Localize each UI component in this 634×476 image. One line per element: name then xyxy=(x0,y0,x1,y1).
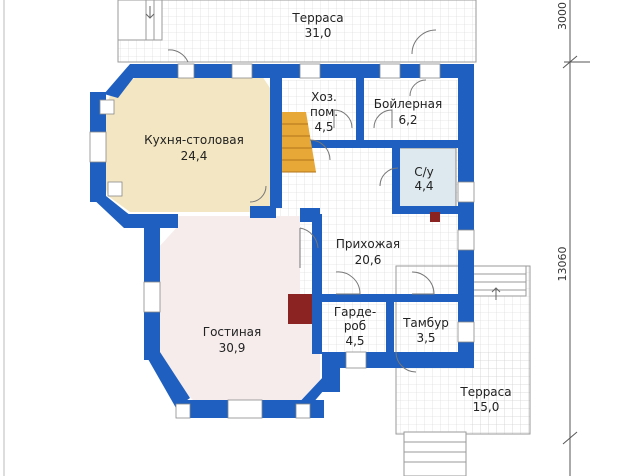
room-terrace-bottom: Терраса 15,0 xyxy=(459,385,511,414)
room-area: 31,0 xyxy=(305,26,332,40)
boiler-floor xyxy=(362,80,458,142)
room-area: 30,9 xyxy=(219,341,246,355)
living-floor xyxy=(158,216,320,414)
room-living: Гостиная 30,9 xyxy=(203,325,261,355)
room-name: пом. xyxy=(310,105,338,119)
staircase xyxy=(282,112,316,173)
room-name: Гостиная xyxy=(203,325,261,339)
room-name: Терраса xyxy=(291,11,343,25)
room-wardrobe: Гарде- роб 4,5 xyxy=(334,305,376,348)
windows xyxy=(89,63,475,419)
room-name: Хоз. xyxy=(311,90,337,104)
dimension-top: 3000 xyxy=(556,2,569,30)
room-area: 4,5 xyxy=(345,334,364,348)
terrace-top-step-arrow-icon xyxy=(145,6,155,19)
dimension-lines xyxy=(562,0,590,476)
room-name: Бойлерная xyxy=(374,97,442,111)
room-name: роб xyxy=(344,319,366,333)
room-kitchen: Кухня-столовая 24,4 xyxy=(144,133,244,163)
dimension-side: 13060 xyxy=(556,247,569,282)
wc-vent xyxy=(430,212,440,222)
terrace-bottom-right-steps xyxy=(469,265,527,300)
terrace-bottom-front-steps xyxy=(403,431,467,476)
terrace-bottom-step-arrow-icon xyxy=(491,287,501,300)
room-terrace-top: Терраса 31,0 xyxy=(291,11,343,40)
room-hall: Прихожая 20,6 xyxy=(336,237,400,267)
room-name: Кухня-столовая xyxy=(144,133,244,147)
room-area: 3,5 xyxy=(416,331,435,345)
room-area: 6,2 xyxy=(398,113,417,127)
room-area: 15,0 xyxy=(473,400,500,414)
room-wc: С/у 4,4 xyxy=(414,165,434,193)
room-area: 24,4 xyxy=(181,149,208,163)
fireplace xyxy=(288,294,312,324)
vestibule-floor xyxy=(394,300,460,354)
room-area: 4,5 xyxy=(314,120,333,134)
room-storage: Хоз. пом. 4,5 xyxy=(310,90,338,134)
room-vestibule: Тамбур 3,5 xyxy=(402,316,449,345)
kitchen-floor xyxy=(102,76,270,212)
room-name: С/у xyxy=(414,165,434,179)
room-area: 4,4 xyxy=(414,179,433,193)
terrace-top-floor xyxy=(118,0,476,62)
room-name: Прихожая xyxy=(336,237,400,251)
wardrobe-floor xyxy=(322,300,386,354)
room-name: Гарде- xyxy=(334,305,376,319)
room-area: 20,6 xyxy=(355,253,382,267)
room-name: Тамбур xyxy=(402,316,449,330)
room-name: Терраса xyxy=(459,385,511,399)
door-swings xyxy=(167,29,437,373)
terrace-top-steps xyxy=(117,0,163,41)
room-boiler: Бойлерная 6,2 xyxy=(374,97,442,127)
